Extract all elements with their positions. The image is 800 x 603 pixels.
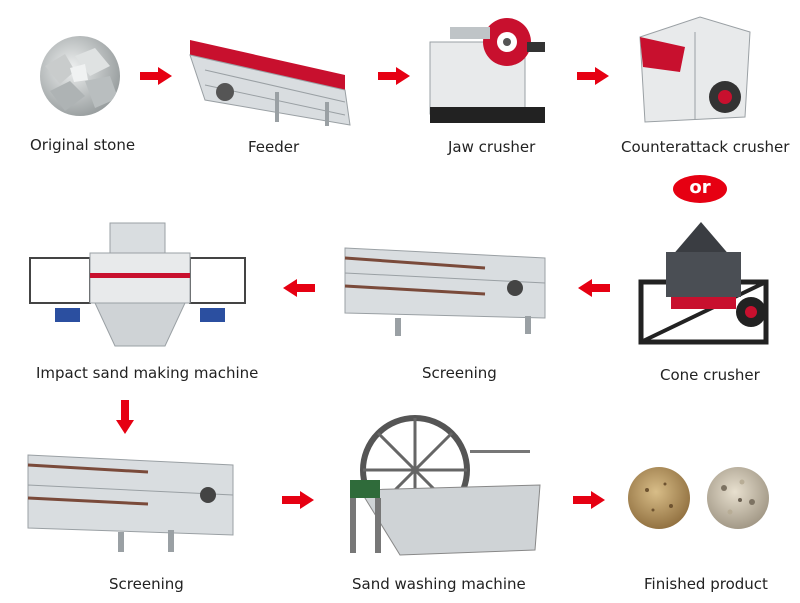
impact-sand-making-machine-image bbox=[25, 218, 250, 348]
label-screening: Screening bbox=[109, 575, 184, 593]
arrow-right-icon bbox=[577, 67, 609, 85]
cone-crusher-image bbox=[636, 212, 776, 352]
arrow-right-icon bbox=[140, 67, 172, 85]
arrow-right-icon bbox=[282, 491, 314, 509]
label-sand-washing-machine: Sand washing machine bbox=[352, 575, 526, 593]
finished-product-gravel-image bbox=[706, 466, 770, 530]
label-original-stone: Original stone bbox=[30, 136, 136, 154]
or-badge: or bbox=[672, 174, 728, 204]
arrow-left-icon bbox=[578, 279, 610, 297]
label-impact-sand-making-machine: Impact sand making machine bbox=[36, 364, 259, 382]
label-screening: Screening bbox=[422, 364, 497, 382]
label-counterattack-crusher: Counterattack crusher bbox=[621, 138, 790, 156]
label-cone-crusher: Cone crusher bbox=[660, 366, 760, 384]
feeder-image bbox=[185, 30, 360, 130]
arrow-down-icon bbox=[116, 400, 134, 434]
arrow-right-icon bbox=[573, 491, 605, 509]
label-jaw-crusher: Jaw crusher bbox=[448, 138, 536, 156]
label-finished-product: Finished product bbox=[644, 575, 768, 593]
arrow-left-icon bbox=[283, 279, 315, 297]
arrow-right-icon bbox=[378, 67, 410, 85]
sand-washing-machine-image bbox=[340, 410, 550, 560]
original-stone-image bbox=[40, 36, 120, 116]
finished-product-sand-image bbox=[627, 466, 691, 530]
counterattack-crusher-image bbox=[625, 12, 760, 127]
screening-image bbox=[18, 440, 243, 555]
or-badge-text: or bbox=[689, 177, 711, 198]
jaw-crusher-image bbox=[425, 12, 550, 127]
screening-image bbox=[335, 238, 555, 338]
label-feeder: Feeder bbox=[248, 138, 300, 156]
